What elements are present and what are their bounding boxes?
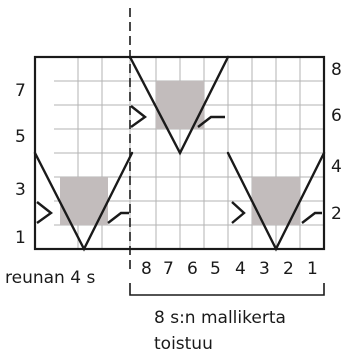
row-label-right: 8 [331, 60, 342, 80]
stitch-number: 5 [210, 259, 221, 279]
stitch-number: 8 [141, 259, 152, 279]
row-label-right: 6 [331, 106, 342, 126]
repeat-label: 8 s:n mallikerta [154, 308, 286, 328]
stitch-number: 1 [307, 259, 318, 279]
stitch-number: 4 [235, 259, 246, 279]
stitch-number: 6 [187, 259, 198, 279]
row-label-left: 5 [15, 127, 26, 147]
row-label-right: 2 [331, 204, 342, 224]
repeat-bracket [129, 283, 325, 296]
row-label-left: 7 [15, 81, 26, 101]
stitch-number: 2 [283, 259, 294, 279]
row-label-left: 1 [15, 228, 26, 248]
repeat-label-continued: toistuu [154, 334, 213, 354]
stitch-symbols [36, 105, 322, 224]
row-label-left: 3 [15, 180, 26, 200]
stitch-number: 3 [259, 259, 270, 279]
diagonal-lines [33, 55, 326, 252]
row-label-right: 4 [331, 157, 342, 177]
stitch-number: 7 [163, 259, 174, 279]
edge-stitches-label: reunan 4 s [5, 268, 95, 288]
